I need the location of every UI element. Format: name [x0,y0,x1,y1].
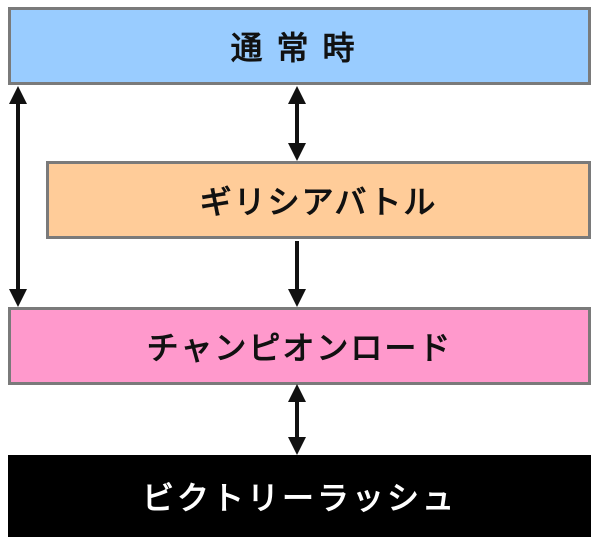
state-normal-label: 通常時 [230,29,369,67]
state-champion-road-label: チャンピオンロード [146,329,453,367]
state-normal: 通常時 [8,7,591,85]
state-greek-battle-label: ギリシアバトル [199,183,438,221]
state-victory-rush: ビクトリーラッシュ [8,455,591,537]
state-greek-battle: ギリシアバトル [46,161,591,239]
state-champion-road: チャンピオンロード [8,307,591,385]
state-victory-rush-label: ビクトリーラッシュ [141,479,457,517]
